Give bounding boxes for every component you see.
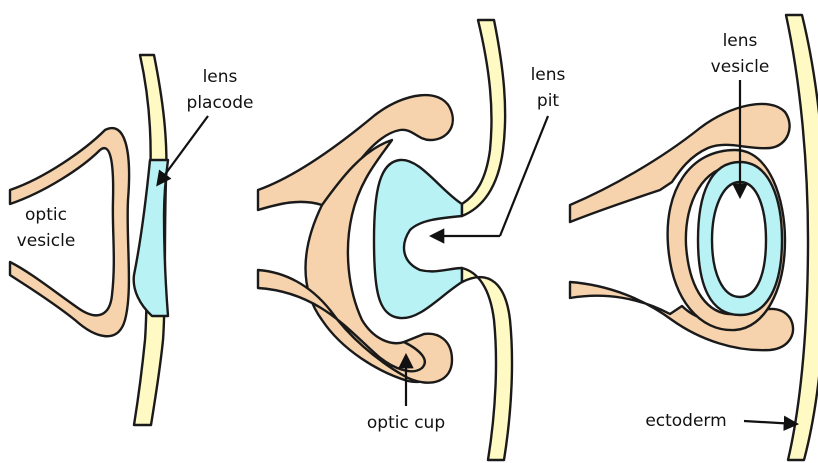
lens-vesicle-label-line2: vesicle (711, 57, 770, 77)
stage-3-lens-vesicle (570, 15, 818, 460)
ectoderm-label: ectoderm (645, 411, 726, 431)
lens-pit-shape (374, 160, 462, 318)
lens-vesicle-label-line1: lens (723, 31, 758, 51)
stage-2-optic-cup (258, 20, 512, 460)
optic-vesicle-label-line2: vesicle (17, 231, 76, 251)
lens-pit-label-line1: lens (531, 65, 566, 85)
lens-pit-arrow (500, 116, 548, 236)
ectoderm-strip-2-lower (462, 268, 512, 460)
lens-placode-shape (134, 160, 168, 316)
lens-pit-label-line2: pit (537, 91, 560, 111)
optic-vesicle-label-line1: optic (25, 205, 67, 225)
lens-placode-label-line2: placode (187, 93, 254, 113)
optic-cup-label: optic cup (367, 413, 445, 433)
ectoderm-arrow (744, 421, 796, 424)
ectoderm-strip-2-upper (462, 20, 505, 216)
ectoderm-strip-3 (786, 15, 818, 460)
lens-placode-label-line1: lens (203, 67, 238, 87)
